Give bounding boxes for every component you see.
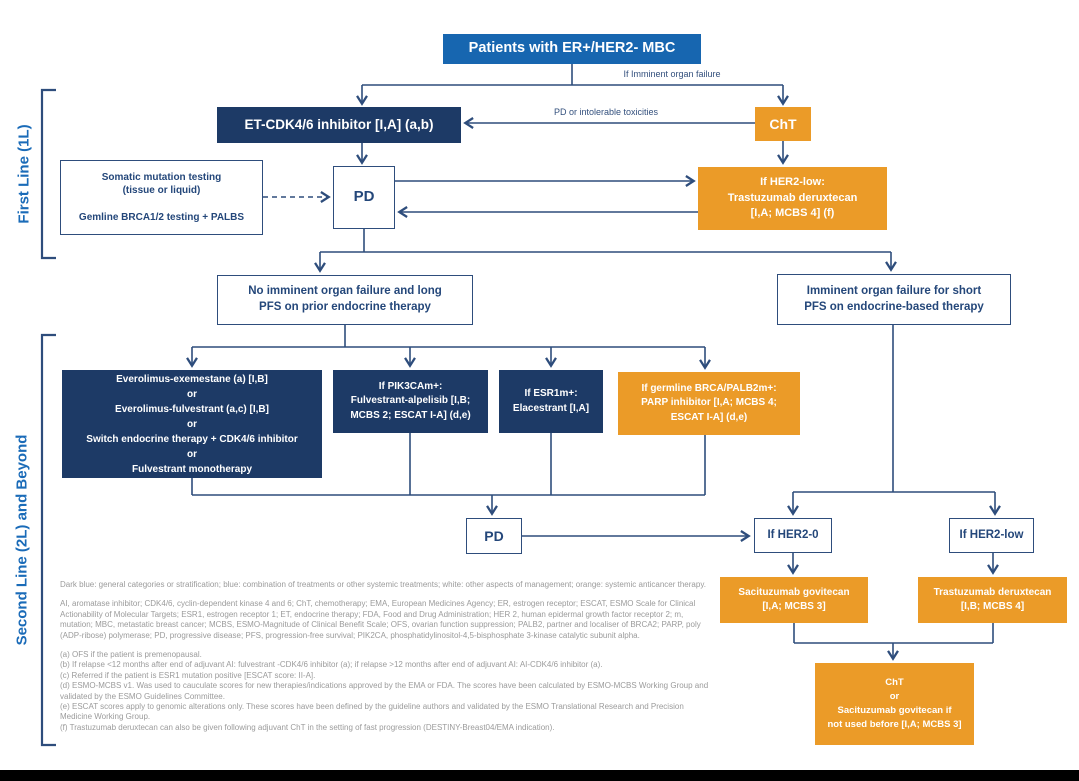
footnote-a: (a) OFS if the patient is premenopausal.	[60, 649, 202, 659]
her2-low-box: If HER2-low	[949, 518, 1034, 553]
trastuzumab-deruxtecan-2l-box: Trastuzumab deruxtecan [I,B; MCBS 4]	[918, 577, 1067, 623]
cht-box: ChT	[755, 107, 811, 141]
bottom-black-bar	[0, 770, 1079, 781]
patients-box: Patients with ER+/HER2- MBC	[443, 34, 701, 64]
footnote-e: (e) ESCAT scores apply to genomic altera…	[60, 701, 684, 722]
no-imminent-organ-failure-box: No imminent organ failure and long PFS o…	[217, 275, 473, 325]
sacituzumab-govitecan-box: Sacituzumab govitecan [I,A; MCBS 3]	[720, 577, 868, 623]
imminent-edge-label: If Imminent organ failure	[623, 69, 721, 79]
trastuzumab-deruxtecan-1l-box: If HER2-low: Trastuzumab deruxtecan [I,A…	[698, 167, 887, 230]
et-cdk46-inhibitor-box: ET-CDK4/6 inhibitor [I,A] (a,b)	[217, 107, 461, 143]
footnote-b: (b) If relapse <12 months after end of a…	[60, 660, 603, 670]
pd-box-1: PD	[333, 166, 395, 229]
footnote-c: (c) Referred if the patient is ESR1 muta…	[60, 670, 316, 680]
cht-or-sacituzumab-box: ChT or Sacituzumab govitecan if not used…	[815, 663, 974, 745]
pd-box-2: PD	[466, 518, 522, 554]
parp-inhibitor-box: If germline BRCA/PALB2m+: PARP inhibitor…	[618, 372, 800, 435]
pd-toxicities-edge-label: PD or intolerable toxicities	[553, 107, 659, 117]
footnote-color-legend: Dark blue: general categories or stratif…	[60, 580, 706, 589]
footnote-f: (f) Trastuzumab deruxtecan can also be g…	[60, 722, 555, 732]
footnote-abbreviations: AI, aromatase inhibitor; CDK4/6, cyclin-…	[60, 599, 701, 640]
everolimus-options-box: Everolimus-exemestane (a) [I,B] or Evero…	[62, 370, 322, 478]
pik3ca-box: If PIK3CAm+: Fulvestrant-alpelisib [I,B;…	[333, 370, 488, 433]
second-line-label: Second Line (2L) and Beyond	[13, 434, 31, 646]
esr1-box: If ESR1m+: Elacestrant [I,A]	[499, 370, 603, 433]
footnotes-block: Dark blue: general categories or stratif…	[60, 580, 715, 733]
first-line-label: First Line (1L)	[15, 124, 33, 224]
imminent-organ-failure-box: Imminent organ failure for short PFS on …	[777, 274, 1011, 325]
somatic-testing-box: Somatic mutation testing (tissue or liqu…	[60, 160, 263, 235]
her2-0-box: If HER2-0	[754, 518, 832, 553]
footnote-d: (d) ESMO-MCBS v1. Was used to cauculate …	[60, 681, 709, 701]
